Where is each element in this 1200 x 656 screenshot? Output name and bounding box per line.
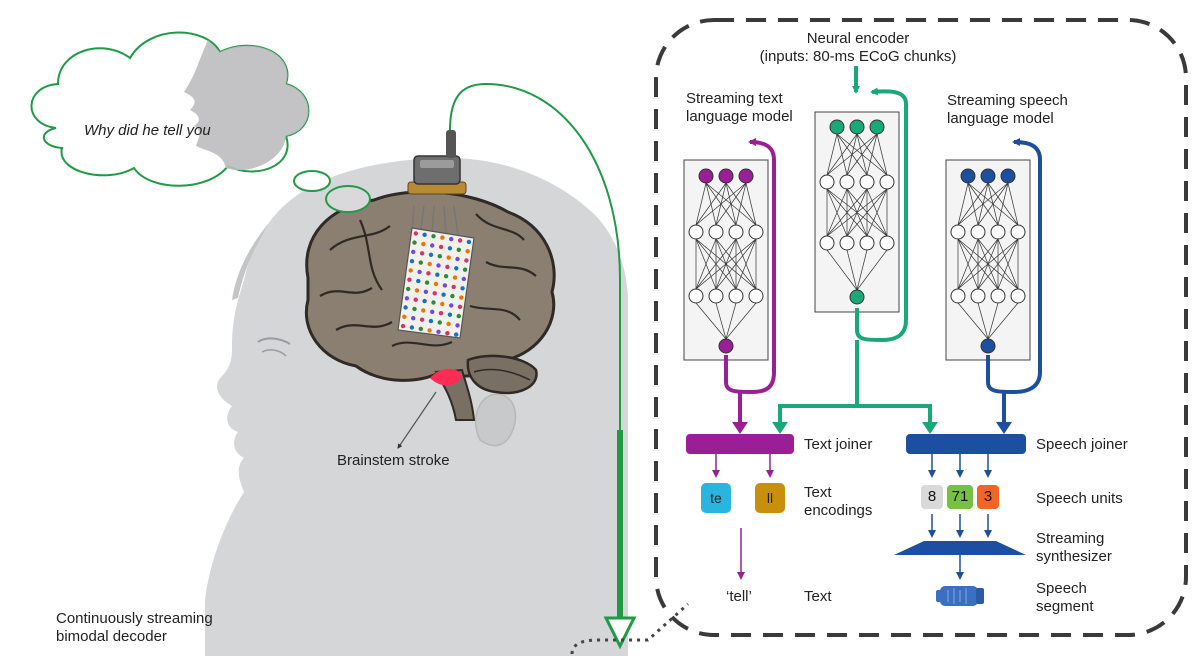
- decoder-label-line1: Continuously streaming: [56, 610, 213, 627]
- encoder-recurrent-loop: [855, 87, 908, 343]
- speech-lm-node: [1010, 288, 1026, 304]
- speech-lm-title-line1: Streaming speech: [947, 92, 1068, 109]
- zoom-connector: [570, 602, 690, 655]
- stroke-pointer-line: [397, 391, 437, 449]
- text-joiner-bar: [686, 434, 794, 454]
- thought-text: Why did he tell you: [84, 122, 211, 139]
- speech-lm-panel: [945, 159, 1031, 361]
- encoder-output-branches: [778, 404, 932, 426]
- text-lm-node: [718, 338, 734, 354]
- synthesizer-label-line2: synthesizer: [1036, 548, 1112, 565]
- encoder-node: [819, 235, 835, 251]
- decoder-boundary: [654, 18, 1188, 637]
- speech-lm-node: [990, 288, 1006, 304]
- synthesizer-shape: [894, 541, 1026, 555]
- text-lm-node: [718, 168, 734, 184]
- encoder-node: [819, 174, 835, 190]
- speech-lm-node: [970, 288, 986, 304]
- text-encoding-ll: ll: [755, 483, 785, 513]
- neural-encoder-title: Neural encoder: [806, 30, 910, 47]
- text-joiner-label: Text joiner: [804, 436, 873, 453]
- speech-lm-node: [950, 224, 966, 240]
- text-lm-node: [748, 224, 764, 240]
- output-text: ‘tell’: [726, 588, 752, 605]
- text-output-label: Text: [804, 588, 832, 605]
- thought-bubble: [30, 31, 371, 213]
- text-lm-node: [698, 168, 714, 184]
- text-lm-node: [708, 224, 724, 240]
- speech-segment-label-line2: segment: [1036, 598, 1094, 615]
- speech-lm-node: [990, 224, 1006, 240]
- encoder-node: [839, 174, 855, 190]
- speech-lm-node: [1010, 224, 1026, 240]
- synthesizer-label-line1: Streaming: [1036, 530, 1105, 547]
- encoder-node: [859, 235, 875, 251]
- neural-encoder-network: [814, 111, 900, 313]
- speech-unit-71: 71: [947, 485, 973, 509]
- speech-unit-8: 8: [921, 485, 943, 509]
- text-lm-node: [728, 224, 744, 240]
- brainstem-stroke-label: Brainstem stroke: [337, 452, 450, 469]
- text-language-model-network: [683, 159, 769, 361]
- speech-units-label: Speech units: [1036, 490, 1123, 507]
- signal-cable: [449, 82, 621, 620]
- encoder-node: [849, 119, 865, 135]
- text-recurrent-loop: [724, 138, 776, 395]
- speech-lm-node: [1000, 168, 1016, 184]
- text-lm-node: [688, 288, 704, 304]
- text-lm-node: [708, 288, 724, 304]
- cable-arrow-head: [603, 616, 637, 650]
- text-lm-node: [728, 288, 744, 304]
- speech-lm-node: [950, 288, 966, 304]
- encoder-node: [869, 119, 885, 135]
- speech-lm-title-line2: language model: [947, 110, 1054, 127]
- speech-joiner-label: Speech joiner: [1036, 436, 1128, 453]
- text-encodings-label-line1: Text: [804, 484, 832, 501]
- neural-encoder-subtitle: (inputs: 80-ms ECoG chunks): [759, 48, 957, 65]
- text-lm-title-line1: Streaming text: [686, 90, 783, 107]
- text-lm-panel: [683, 159, 769, 361]
- text-encoding-te: te: [701, 483, 731, 513]
- text-encodings-label-line2: encodings: [804, 502, 873, 519]
- encoder-node: [839, 235, 855, 251]
- encoder-node: [879, 174, 895, 190]
- speech-segment-label-line1: Speech: [1036, 580, 1087, 597]
- encoder-node: [859, 174, 875, 190]
- stroke-site-marker: [430, 368, 462, 386]
- speech-lm-node: [960, 168, 976, 184]
- encoder-node: [829, 119, 845, 135]
- text-lm-title-line2: language model: [686, 108, 793, 125]
- speech-lm-node: [970, 224, 986, 240]
- text-lm-node: [688, 224, 704, 240]
- speech-segment-icon: [936, 586, 984, 606]
- decoder-label-line2: bimodal decoder: [56, 628, 167, 645]
- speech-lm-node: [980, 168, 996, 184]
- speech-unit-3: 3: [977, 485, 999, 509]
- text-lm-node: [748, 288, 764, 304]
- encoder-node: [849, 289, 865, 305]
- speech-language-model-network: [945, 159, 1031, 361]
- text-lm-node: [738, 168, 754, 184]
- speech-recurrent-loop: [986, 138, 1042, 395]
- speech-joiner-bar: [906, 434, 1026, 454]
- pedestal-connector: [407, 130, 467, 195]
- encoder-node: [879, 235, 895, 251]
- speech-lm-node: [980, 338, 996, 354]
- electrode-array: [397, 205, 475, 339]
